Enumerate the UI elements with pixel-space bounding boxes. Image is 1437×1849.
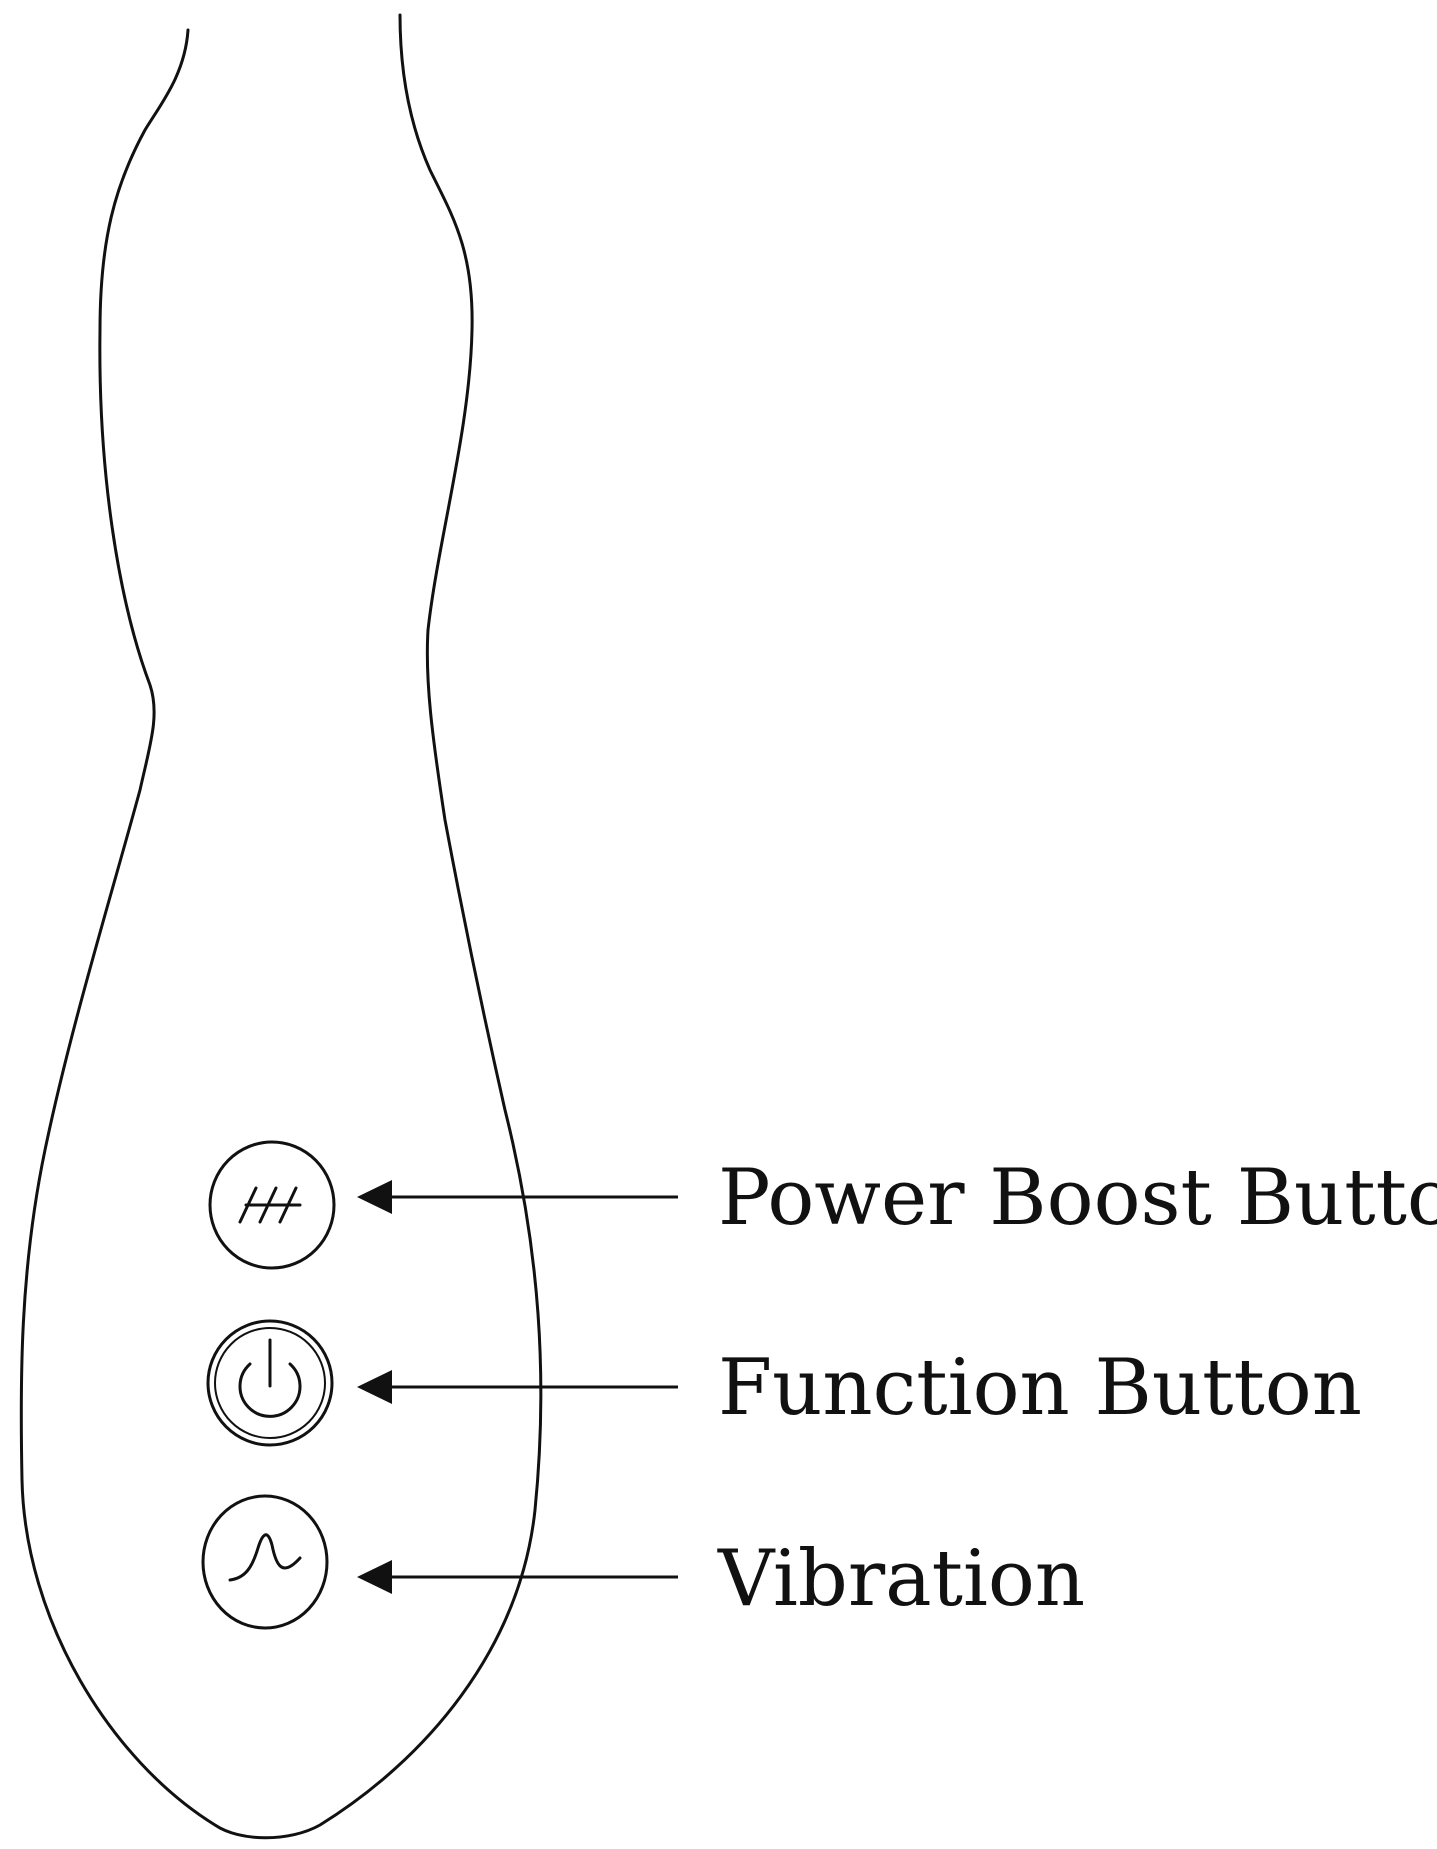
vibration-button-ring <box>201 1494 329 1630</box>
arrowhead <box>357 1560 392 1594</box>
arrowhead <box>357 1370 392 1404</box>
device-outline <box>19 13 543 1840</box>
vibration-wave-icon <box>228 1533 302 1582</box>
function-button-inner-ring <box>214 1327 326 1439</box>
callout-label: Power Boost Button <box>718 1153 1437 1243</box>
callout-label: Vibration <box>717 1534 1085 1624</box>
callout-power-boost: Power Boost Button <box>357 1153 1437 1243</box>
power-icon <box>238 1338 302 1418</box>
callout-function: Function Button <box>357 1343 1362 1433</box>
power-boost-button[interactable] <box>208 1140 336 1270</box>
callout-label: Function Button <box>718 1343 1362 1433</box>
callout-vibration: Vibration <box>357 1534 1085 1624</box>
function-button[interactable] <box>206 1319 334 1447</box>
vibration-button[interactable] <box>201 1494 329 1630</box>
arrowhead <box>357 1180 392 1214</box>
power-boost-icon <box>238 1186 302 1224</box>
